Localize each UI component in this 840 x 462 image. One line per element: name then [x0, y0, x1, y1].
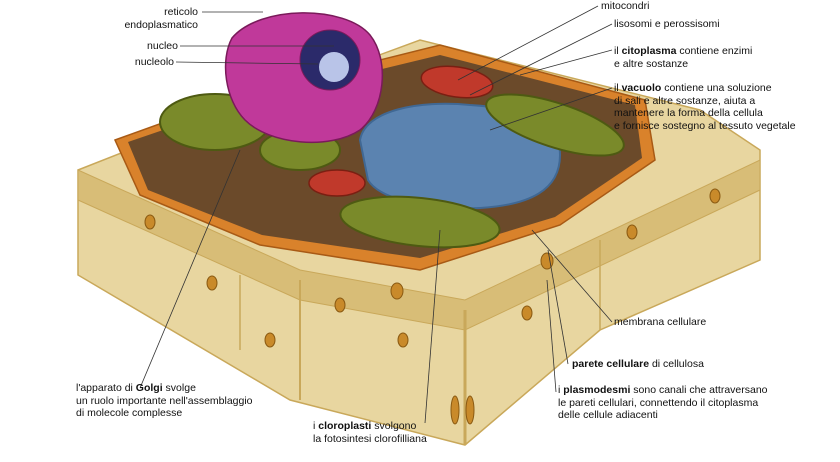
label-golgi: l'apparato di Golgi svolge un ruolo impo…: [76, 382, 253, 420]
label-vacuole-line4: e fornisce sostegno al tessuto vegetale: [614, 119, 796, 132]
label-vacuole-line3: mantenere la forma della cellula: [614, 107, 763, 119]
label-plasmodesmata-pre: i: [558, 384, 564, 396]
label-chloroplasts-line2: la fotosintesi clorofilliana: [313, 432, 427, 445]
label-chloroplasts-rest: svolgono: [371, 420, 417, 432]
label-er: reticolo endoplasmatico: [96, 6, 198, 31]
label-golgi-line3: di molecole complesse: [76, 407, 183, 419]
label-cytoplasm: il citoplasma contiene enzimi e altre so…: [614, 45, 752, 70]
label-golgi-pre: l'apparato di: [76, 382, 136, 394]
plasmodesmata: [144, 188, 721, 425]
mitochondria: [308, 65, 494, 197]
label-membrane: membrana cellulare: [614, 316, 707, 328]
label-er-line2: endoplasmatico: [124, 18, 198, 31]
label-plasmodesmata-line2: le pareti cellulari, connettendo il cito…: [558, 396, 759, 409]
label-cell-wall-rest: di cellulosa: [649, 358, 704, 370]
label-lysosomes: lisosomi e perossisomi: [614, 18, 720, 30]
label-cell-wall-key: parete cellulare: [572, 358, 650, 370]
label-vacuole-pre: il: [614, 82, 622, 94]
label-cytoplasm-line2: e altre sostanze: [614, 57, 689, 70]
label-cytoplasm-key: citoplasma: [621, 45, 677, 57]
label-cytoplasm-pre: il: [614, 45, 622, 57]
label-golgi-rest: svolge: [162, 382, 196, 394]
label-plasmodesmata: i plasmodesmi sono canali che attraversa…: [558, 384, 768, 422]
leader-lines: [139, 5, 613, 424]
label-chloroplasts: i cloroplasti svolgono la fotosintesi cl…: [313, 420, 427, 445]
label-nucleolus: nucleolo: [134, 56, 174, 68]
chloroplasts: [159, 93, 625, 249]
label-chloroplasts-pre: i: [313, 420, 319, 432]
label-cell-wall: parete cellulare di cellulosa: [572, 358, 704, 371]
label-vacuole-key: vacuolo: [621, 82, 662, 94]
label-cytoplasm-rest: contiene enzimi: [676, 45, 753, 57]
label-vacuole: il vacuolo contiene una soluzione di sal…: [614, 82, 796, 132]
label-chloroplasts-key: cloroplasti: [318, 420, 372, 432]
label-golgi-line2: un ruolo importante nell'assemblaggio: [76, 394, 253, 407]
label-plasmodesmata-rest: sono canali che attraversano: [630, 384, 768, 396]
label-golgi-key: Golgi: [135, 382, 163, 394]
label-er-line1: reticolo: [164, 6, 198, 18]
nucleus-group: [224, 12, 383, 144]
label-plasmodesmata-line3: delle cellule adiacenti: [558, 409, 658, 421]
label-plasmodesmata-key: plasmodesmi: [563, 384, 631, 396]
label-nucleus: nucleo: [147, 40, 178, 52]
label-mitochondria: mitocondri: [601, 0, 650, 12]
label-vacuole-line2: di sali e altre sostanze, aiuta a: [614, 94, 756, 107]
label-vacuole-rest: contiene una soluzione: [661, 82, 772, 94]
